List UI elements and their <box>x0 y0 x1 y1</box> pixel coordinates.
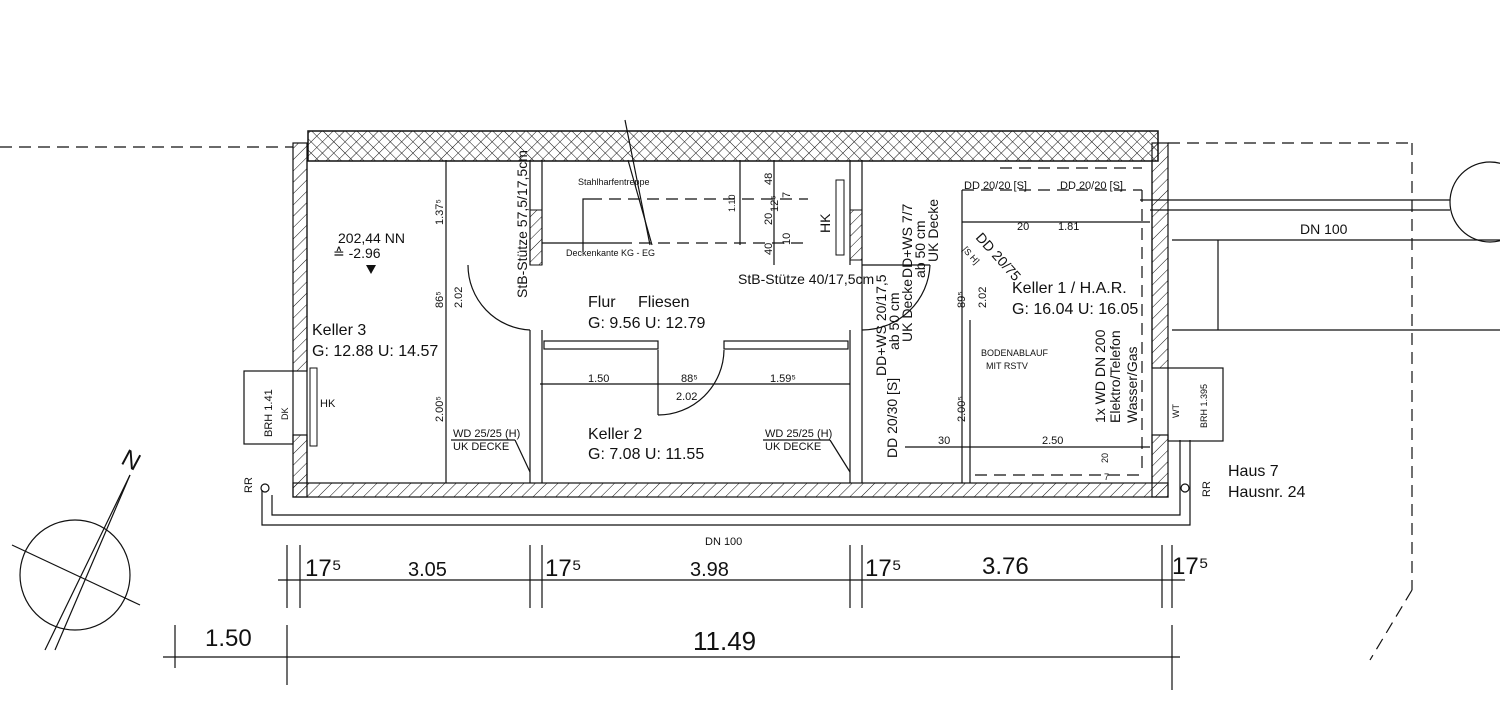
downpipe-right <box>1180 483 1190 493</box>
label-dk: DK <box>280 407 290 420</box>
dim-200b: 2.00⁵ <box>956 396 968 422</box>
label-rr-left: RR <box>243 477 255 493</box>
dim-row1-0: 17⁵ <box>305 555 342 582</box>
label-ukdecke-3: UK DECKE <box>453 441 509 453</box>
label-deckenkante: Deckenkante KG - EG <box>566 248 655 258</box>
dim-row1-2: 17⁵ <box>545 555 582 582</box>
label-ab50-1: ab 50 cm <box>912 220 928 278</box>
downpipe-left <box>260 483 270 493</box>
label-brh-141: BRH 1.41 <box>263 389 275 437</box>
label-ukdecke-4: UK DECKE <box>765 441 821 453</box>
dim-202c: 2.02 <box>977 287 989 308</box>
north-arrow-icon: N <box>11 444 145 651</box>
staircase <box>542 119 1143 476</box>
label-dd2020-1: DD 20/20 [S] <box>964 180 1027 192</box>
room-flur-floor: Fliesen <box>638 294 690 311</box>
dim-20b: 20 <box>1017 221 1029 233</box>
label-rr-right: RR <box>1201 481 1213 497</box>
dim-150: 1.50 <box>588 373 609 385</box>
label-wt: WT <box>1171 404 1181 418</box>
label-brh-1395: BRH 1.395 <box>1199 384 1209 428</box>
level-relative: ≙ -2.96 <box>333 245 381 261</box>
room-keller3-area: G: 12.88 U: 14.57 <box>312 343 438 360</box>
drain-pipe-bottom-inner <box>271 440 1181 516</box>
label-dd2030: DD 20/30 [S] <box>884 378 900 458</box>
label-stair: Stahlharfentreppe <box>578 177 650 187</box>
dim-row2-1: 11.49 <box>693 626 756 656</box>
room-keller1-area: G: 16.04 U: 16.05 <box>1012 301 1138 318</box>
dim-row1-3: 3.98 <box>690 559 729 581</box>
dim-30: 30 <box>938 435 950 447</box>
room-keller2-area: G: 7.08 U: 11.55 <box>588 446 704 463</box>
room-keller1-name: Keller 1 / H.A.R. <box>1012 280 1127 297</box>
level-nn: 202,44 NN <box>338 230 405 246</box>
drain-pipe-bottom <box>261 440 1191 526</box>
dim-250: 2.50 <box>1042 435 1063 447</box>
window-keller3 <box>243 370 294 445</box>
label-dd-ws-77: DD+WS 7/7 <box>899 203 915 278</box>
room-flur-area: G: 9.56 U: 12.79 <box>588 315 706 332</box>
dim-88: 88⁵ <box>681 373 698 385</box>
dim-7b: 7 <box>1104 472 1109 482</box>
label-dn100-top: DN 100 <box>1300 221 1348 237</box>
dim-row1-4: 17⁵ <box>865 555 902 582</box>
dim-202b: 2.02 <box>676 391 697 403</box>
label-elektro: Elektro/Telefon <box>1107 330 1123 423</box>
label-wd2525-2: WD 25/25 (H) <box>765 428 832 440</box>
window-keller1 <box>1167 367 1224 442</box>
label-hausnr: Hausnr. 24 <box>1228 484 1305 501</box>
dim-181: 1.81 <box>1058 221 1079 233</box>
interior-walls <box>306 160 1153 483</box>
dim-89: 89⁵ <box>956 291 968 308</box>
label-wd-dn200: 1x WD DN 200 <box>1092 329 1108 423</box>
level-marker-icon <box>366 265 376 274</box>
north-label: N <box>117 444 145 476</box>
dim-20c: 20 <box>1100 453 1110 463</box>
interior-dimensions: 1.37⁵ 86⁵ 2.02 2.00⁵ 1.10 48 12⁵ 7 20 40… <box>434 160 1150 483</box>
label-wasser: Wasser/Gas <box>1124 347 1140 424</box>
label-haus: Haus 7 <box>1228 463 1279 480</box>
dim-202a: 2.02 <box>453 287 465 308</box>
property-line <box>0 142 1413 661</box>
label-rstv: MIT RSTV <box>986 361 1028 371</box>
label-dn100-bottom: DN 100 <box>705 536 742 548</box>
label-ukdecke-2: UK Decke <box>899 279 915 342</box>
label-stuetze-2: StB-Stütze 40/17,5cm <box>738 271 874 287</box>
dim-1595: 1.59⁵ <box>770 373 796 385</box>
dim-86: 86⁵ <box>434 291 446 308</box>
dim-row1-6: 17⁵ <box>1172 553 1209 580</box>
label-sh: [S H] <box>961 245 982 267</box>
room-flur-name: Flur <box>588 294 616 311</box>
dim-row2-0: 1.50 <box>205 625 252 652</box>
label-dd2075: DD 20/75 <box>973 229 1025 284</box>
dim-20a: 20 <box>763 213 775 225</box>
room-keller3-name: Keller 3 <box>312 322 366 339</box>
dimension-row-1: 17⁵ 3.05 17⁵ 3.98 17⁵ 3.76 17⁵ <box>278 545 1209 608</box>
label-dd2020-2: DD 20/20 [S] <box>1060 180 1123 192</box>
dim-200a: 2.00⁵ <box>434 396 446 422</box>
drain-pipe-right <box>1140 161 1500 331</box>
label-ukdecke-1: UK Decke <box>925 199 941 262</box>
label-hk-keller3: HK <box>320 398 336 410</box>
exterior-walls <box>292 130 1169 498</box>
dim-12: 12⁵ <box>769 195 781 212</box>
radiator-keller3 <box>309 367 318 447</box>
dim-row1-5: 3.76 <box>982 553 1029 580</box>
dimension-row-2: 1.50 11.49 <box>163 625 1180 690</box>
dim-7: 7 <box>781 192 793 198</box>
dim-48: 48 <box>763 173 775 185</box>
label-hk-flur: HK <box>817 213 833 233</box>
label-stuetze-1: StB-Stütze 57,5/17,5cm <box>514 150 530 298</box>
dim-40: 40 <box>763 243 775 255</box>
doors <box>467 264 931 416</box>
dim-10: 10 <box>781 233 793 245</box>
label-bodenablauf: BODENABLAUF <box>981 348 1049 358</box>
dim-row1-1: 3.05 <box>408 559 447 581</box>
room-keller2-name: Keller 2 <box>588 426 642 443</box>
dim-137: 1.37⁵ <box>434 199 446 225</box>
dim-110: 1.10 <box>727 194 737 212</box>
label-wd2525-1: WD 25/25 (H) <box>453 428 520 440</box>
label-ab50-2: ab 50 cm <box>886 292 902 350</box>
label-dd-ws-2017: DD+WS 20/17,5 <box>873 274 889 376</box>
